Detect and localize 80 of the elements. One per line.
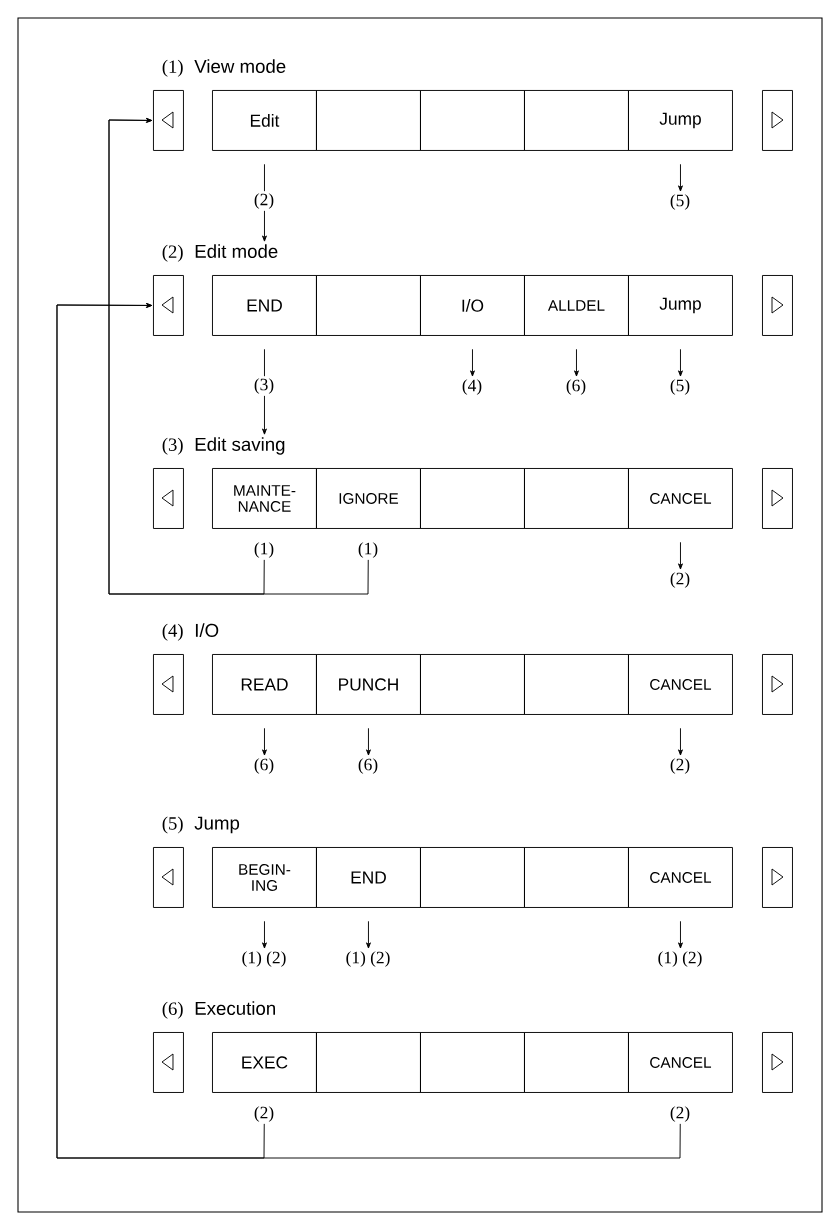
connector-arrow <box>108 118 369 595</box>
softkey: EXEC <box>212 1032 317 1093</box>
connector-arrow <box>366 920 371 949</box>
softkey <box>524 654 629 715</box>
connector-arrow <box>470 348 475 377</box>
softkey <box>524 847 629 908</box>
connector-arrow <box>56 303 681 1159</box>
reference-number: (5) <box>670 194 690 210</box>
connector-arrow <box>678 541 683 570</box>
arrow-button <box>762 90 793 151</box>
softkey: ALLDEL <box>524 275 629 336</box>
softkey: END <box>316 847 421 908</box>
arrow-button <box>153 1032 184 1093</box>
softkey: I/O <box>420 275 525 336</box>
edge-label: (1) <box>251 540 277 560</box>
arrow-button <box>762 847 793 908</box>
connector-arrow <box>262 727 267 756</box>
softkey <box>316 1032 421 1093</box>
connector-arrow <box>366 727 371 756</box>
row-heading: (4) I/O <box>162 623 219 641</box>
arrow-button <box>153 654 184 715</box>
row-heading: (6) Execution <box>162 1001 275 1019</box>
reference-number: (1) (2) <box>658 951 702 967</box>
row-heading: (5) Jump <box>162 816 240 834</box>
softkey: Edit <box>212 90 317 151</box>
softkey <box>420 90 525 151</box>
reference-number: (6) <box>566 379 586 395</box>
arrow-button <box>762 468 793 529</box>
arrow-button <box>153 275 184 336</box>
softkey: Jump <box>628 275 733 336</box>
edge-label: (2) <box>667 1104 693 1124</box>
reference-number: (1) (2) <box>346 951 390 967</box>
connector-arrow <box>678 727 683 756</box>
connector-arrow <box>262 163 267 242</box>
reference-number: (1) (2) <box>242 951 286 967</box>
row-heading: (2) Edit mode <box>162 244 278 262</box>
edge-label: (1) <box>355 540 381 560</box>
softkey: CANCEL <box>628 1032 733 1093</box>
softkey: READ <box>212 654 317 715</box>
softkey: END <box>212 275 317 336</box>
connector-arrow <box>678 163 683 192</box>
softkey: CANCEL <box>628 847 733 908</box>
softkey <box>316 275 421 336</box>
connector-arrow <box>678 348 683 377</box>
softkey <box>316 90 421 151</box>
row-heading: (3) Edit saving <box>162 437 285 455</box>
softkey <box>524 90 629 151</box>
reference-number: (6) <box>358 758 378 774</box>
connector-arrow <box>262 348 267 435</box>
softkey <box>420 847 525 908</box>
softkey <box>524 468 629 529</box>
reference-number: (5) <box>670 379 690 395</box>
connector-arrow <box>262 920 267 949</box>
connector-arrow <box>574 348 579 377</box>
softkey: CANCEL <box>628 654 733 715</box>
softkey: Jump <box>628 90 733 151</box>
softkey <box>420 468 525 529</box>
arrow-button <box>153 90 184 151</box>
softkey: BEGIN- ING <box>212 847 317 908</box>
arrow-button <box>762 275 793 336</box>
softkey <box>524 1032 629 1093</box>
edge-label: (2) <box>251 1104 277 1124</box>
softkey: MAINTE- NANCE <box>212 468 317 529</box>
edge-label: (2) <box>251 191 277 211</box>
softkey <box>420 654 525 715</box>
softkey <box>420 1032 525 1093</box>
reference-number: (2) <box>670 758 690 774</box>
arrow-button <box>153 847 184 908</box>
arrow-button <box>762 654 793 715</box>
reference-number: (2) <box>670 572 690 588</box>
arrow-button <box>762 1032 793 1093</box>
softkey: IGNORE <box>316 468 421 529</box>
row-heading: (1) View mode <box>162 59 286 77</box>
edge-label: (3) <box>251 376 277 396</box>
arrow-button <box>153 468 184 529</box>
connector-arrow <box>678 920 683 949</box>
reference-number: (6) <box>254 758 274 774</box>
reference-number: (4) <box>462 379 482 395</box>
softkey: PUNCH <box>316 654 421 715</box>
softkey: CANCEL <box>628 468 733 529</box>
